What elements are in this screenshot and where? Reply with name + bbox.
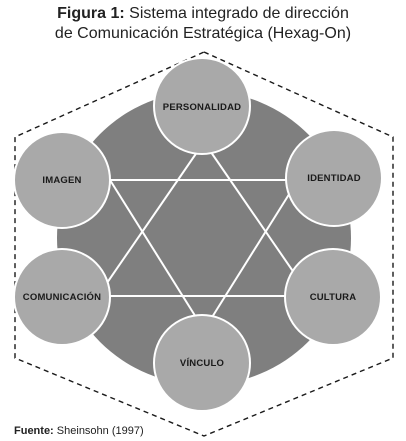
node-label-vinculo: VÍNCULO [180, 358, 224, 369]
node-label-cultura: CULTURA [310, 292, 357, 303]
node-label-comunicacion: COMUNICACIÓN [23, 291, 101, 303]
figure-label: Figura 1: [57, 5, 125, 22]
node-identidad [285, 129, 383, 227]
source-label: Fuente: [14, 425, 54, 437]
node-cultura [284, 248, 382, 346]
node-imagen [13, 131, 111, 229]
figure-title: Figura 1: Sistema integrado de dirección… [0, 4, 406, 44]
node-label-imagen: IMAGEN [42, 175, 81, 186]
source-text: Sheinsohn (1997) [56, 425, 144, 437]
figure-title-text-1: Sistema integrado de dirección [129, 5, 349, 22]
figure-title-line-2: de Comunicación Estratégica (Hexag-On) [54, 25, 352, 42]
node-comunicacion [13, 248, 111, 346]
star-lines [97, 141, 311, 331]
figure-title-line-1: Figura 1: Sistema integrado de dirección [0, 4, 406, 24]
source-note: Fuente: Sheinsohn (1997) [14, 425, 144, 437]
star-line [109, 179, 205, 331]
node-label-identidad: IDENTIDAD [307, 173, 361, 184]
star-line [203, 179, 299, 331]
dashed-hexagon-outline [14, 51, 394, 437]
star-line [97, 141, 205, 297]
node-vinculo [153, 314, 251, 412]
node-label-personalidad: PERSONALIDAD [163, 102, 241, 113]
central-circle [57, 91, 351, 385]
node-personalidad [153, 57, 251, 155]
